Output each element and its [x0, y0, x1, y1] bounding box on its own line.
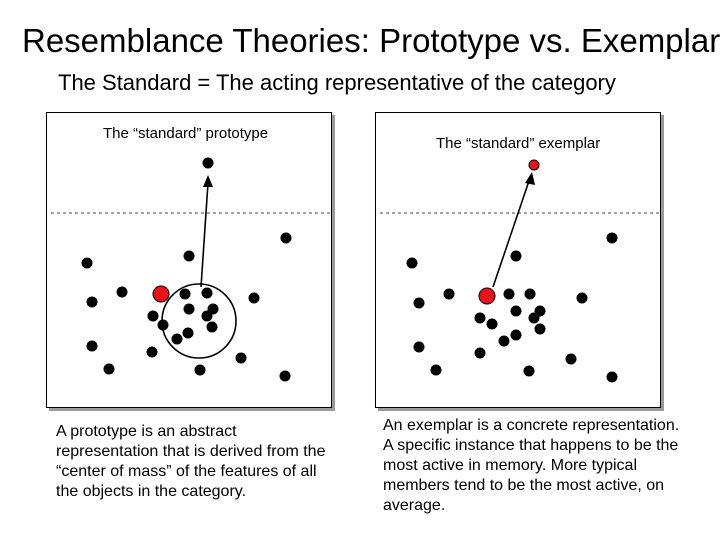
member-dot	[183, 250, 195, 262]
standard-arrow-line	[200, 182, 209, 288]
member-dot	[443, 288, 455, 300]
member-dot	[171, 333, 183, 345]
member-dot	[474, 347, 486, 359]
member-dot	[279, 370, 291, 382]
member-dot	[534, 323, 546, 335]
slide-title: Resemblance Theories: Prototype vs. Exem…	[22, 22, 721, 59]
member-dot	[413, 297, 425, 309]
standard-arrow-head	[525, 172, 535, 185]
member-dot	[523, 365, 535, 377]
member-dot	[430, 364, 442, 376]
exemplar-caption: An exemplar is a concrete representation…	[383, 417, 680, 514]
member-dot	[486, 318, 498, 330]
member-dot	[116, 286, 128, 298]
member-dot	[248, 292, 260, 304]
prototype-diagram	[51, 157, 331, 382]
member-dot	[183, 303, 195, 315]
member-dot	[565, 353, 577, 365]
member-dot	[201, 287, 213, 299]
highlighted-member-dot	[152, 285, 170, 303]
exemplar-label: The “standard” exemplar	[436, 135, 601, 152]
prototype-panel: The “standard” prototype	[46, 112, 332, 408]
member-dot	[182, 327, 194, 339]
member-dot	[528, 312, 540, 324]
standard-arrow-line	[492, 177, 531, 288]
member-dot	[103, 363, 115, 375]
member-dot	[86, 340, 98, 352]
member-dot	[81, 257, 93, 269]
most-active-exemplar-dot	[478, 287, 496, 305]
member-dot	[179, 288, 191, 300]
member-dot	[86, 296, 98, 308]
exemplar-panel: The “standard” exemplar	[375, 112, 661, 408]
prototype-caption: A prototype is an abstract representatio…	[56, 423, 326, 500]
exemplar-diagram	[380, 159, 660, 383]
member-dot	[498, 335, 510, 347]
member-dot	[201, 310, 213, 322]
standard-exemplar-dot	[528, 159, 540, 171]
standard-prototype-dot	[202, 157, 214, 169]
slide-subtitle: The Standard = The acting representative…	[58, 70, 616, 95]
standard-arrow-head	[203, 175, 213, 187]
member-dot	[576, 292, 588, 304]
member-dot	[157, 319, 169, 331]
member-dot	[524, 288, 536, 300]
member-dot	[510, 250, 522, 262]
prototype-label: The “standard” prototype	[103, 125, 269, 142]
member-dot	[606, 371, 618, 383]
member-dot	[235, 352, 247, 364]
member-dot	[510, 329, 522, 341]
member-dot	[406, 257, 418, 269]
member-dot	[503, 288, 515, 300]
member-dot	[510, 305, 522, 317]
member-dot	[194, 364, 206, 376]
member-dot	[606, 232, 618, 244]
member-dot	[147, 310, 159, 322]
member-dot	[474, 312, 486, 324]
member-dot	[413, 341, 425, 353]
member-dot	[146, 346, 158, 358]
prototype-centroid-circle	[161, 283, 237, 359]
member-dot	[280, 232, 292, 244]
member-dot	[206, 321, 218, 333]
